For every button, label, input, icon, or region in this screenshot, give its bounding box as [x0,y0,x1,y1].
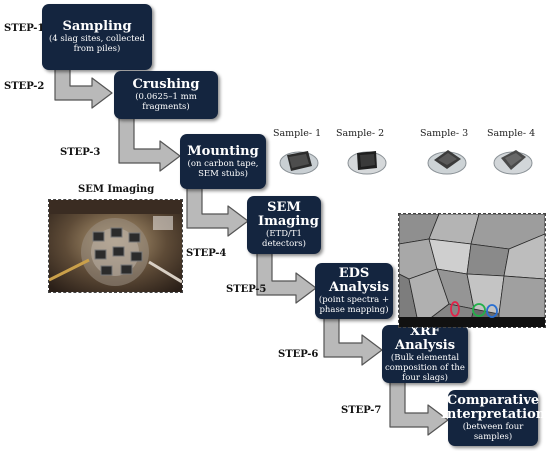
sample-label-3: Sample- 3 [420,128,469,139]
step-title: XRF Analysis [394,324,456,353]
step-label-3: STEP-3 [60,147,101,158]
step-label-6: STEP-6 [278,349,319,360]
sample-label-1: Sample- 1 [273,128,322,139]
step-box-mounting: Mounting (on carbon tape, SEM stubs) [180,134,266,189]
step-box-sampling: Sampling (4 slag sites, collected from p… [42,4,152,70]
step-subtitle: (ETD/T1 detectors) [262,229,306,249]
step-title: Sampling [62,19,132,34]
step-title: Crushing [132,77,200,92]
eds-marker-red [450,301,460,317]
step-label-2: STEP-2 [4,81,45,92]
step-box-xrf-analysis: XRF Analysis (Bulk elemental composition… [382,325,468,383]
sem-micrograph-image [398,213,546,328]
sample-label-2: Sample- 2 [336,128,385,139]
step-subtitle: (4 slag sites, collected from piles) [48,34,145,54]
step-subtitle: (between four samples) [462,422,524,442]
sample-2-image [347,151,387,175]
step-title: Mounting [187,143,259,159]
arrow-4 [256,252,317,304]
eds-marker-blue [486,304,498,318]
step-subtitle: (0.0625–1 mm fragments) [135,92,197,112]
step-box-crushing: Crushing (0.0625–1 mm fragments) [114,71,218,119]
step-box-eds-analysis: EDS Analysis (point spectra + phase mapp… [315,263,393,319]
step-box-sem-imaging: SEM Imaging (ETD/T1 detectors) [247,196,321,254]
step-subtitle: (point spectra + phase mapping) [318,295,390,315]
sample-4-image [493,150,533,175]
step-label-7: STEP-7 [341,405,382,416]
sample-3-image [427,150,467,175]
step-title: SEM Imaging [258,200,319,229]
arrow-2 [118,117,181,172]
arrow-6 [389,381,449,436]
eds-marker-green [472,303,486,317]
sem-photo-caption: SEM Imaging [78,184,155,195]
step-label-1: STEP-1 [4,23,45,34]
step-label-4: STEP-4 [186,248,227,259]
arrow-3 [186,187,249,237]
sem-chamber-photo [48,199,183,293]
step-title: EDS Analysis [329,266,390,295]
step-subtitle: (on carbon tape, SEM stubs) [187,158,259,179]
step-box-comparative-interpretation: Comparative Interpretation (between four… [441,390,545,446]
sample-1-image [279,151,319,175]
step-subtitle: (Bulk elemental composition of the four … [385,353,465,383]
sample-label-4: Sample- 4 [487,128,536,139]
step-label-5: STEP-5 [226,284,267,295]
step-title: Comparative Interpretation [440,393,546,422]
arrow-5 [323,316,383,366]
